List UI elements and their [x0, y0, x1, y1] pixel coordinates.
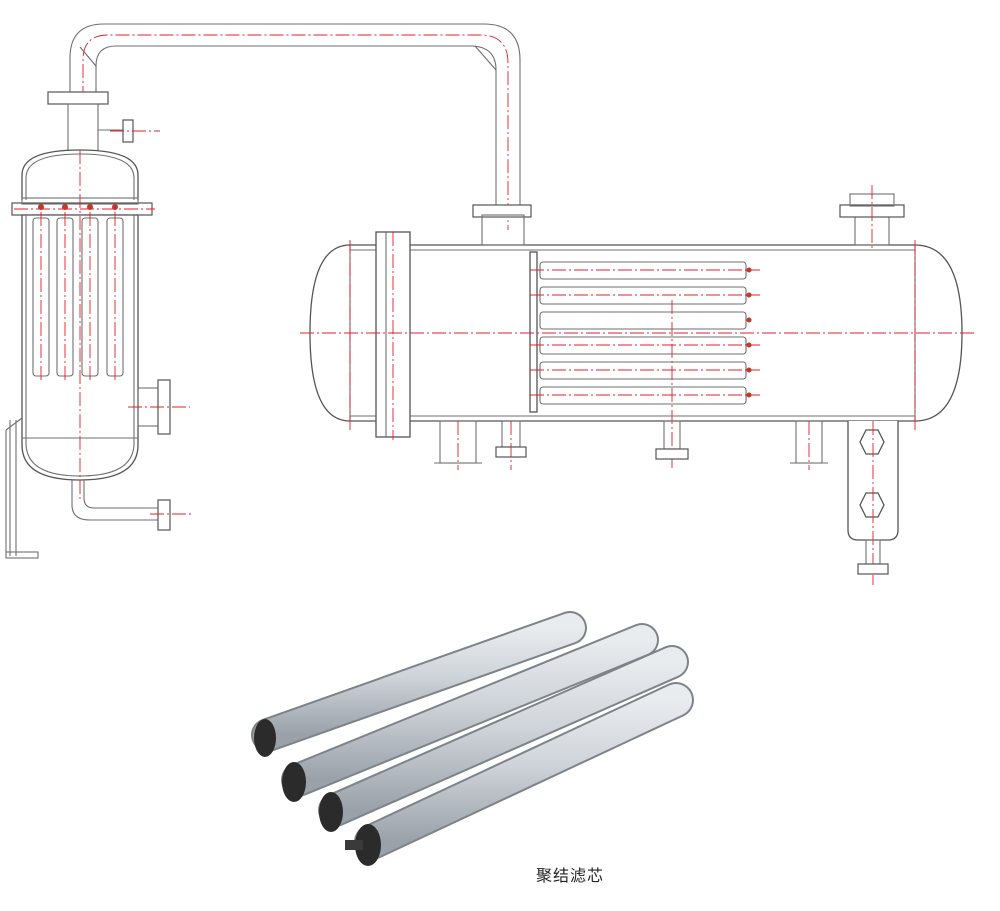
filter-cartridge-photo [251, 611, 694, 866]
cartridge-3 [318, 645, 689, 832]
caption-coalescer-cartridge: 聚结滤芯 [535, 866, 604, 885]
horizontal-cartridges [530, 261, 760, 405]
cartridge-2 [281, 623, 659, 802]
vertical-separator [5, 103, 192, 559]
cartridge-4 [345, 682, 694, 866]
overhead-pipe [47, 23, 532, 230]
cartridge-1 [251, 611, 587, 757]
flange-top-left [47, 91, 109, 105]
vertical-cartridges [32, 204, 124, 382]
horizontal-vessel [300, 185, 975, 585]
flange-inlet-right [472, 204, 532, 218]
